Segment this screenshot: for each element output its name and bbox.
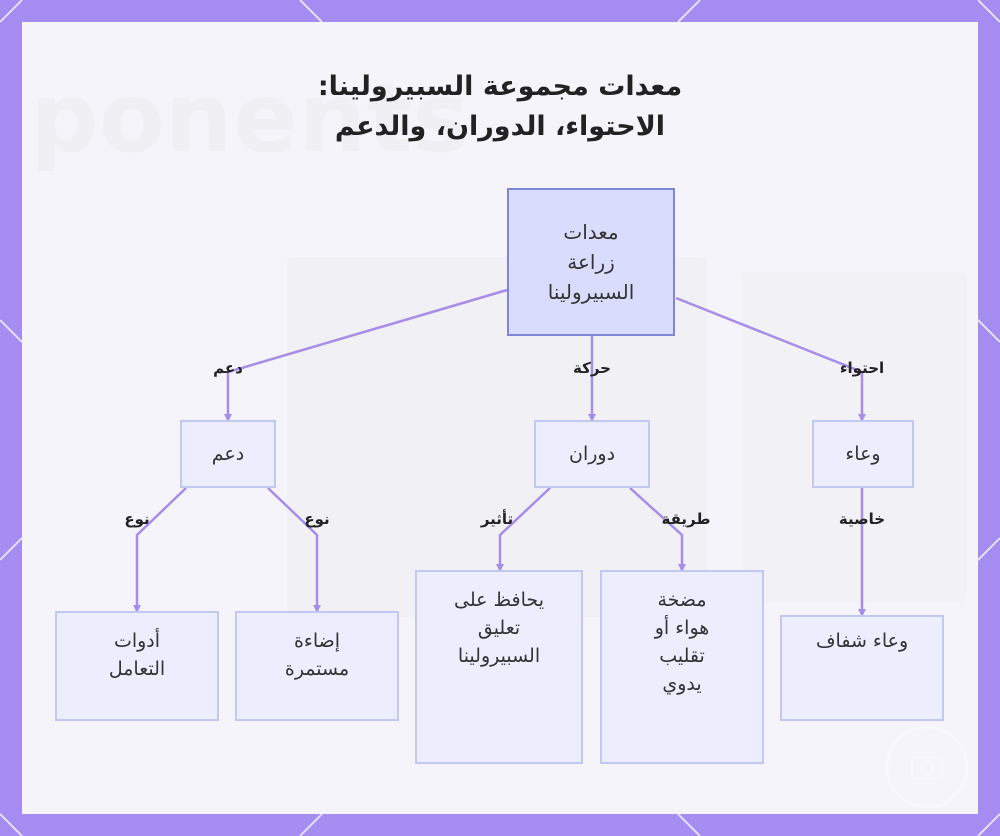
node-root-line: السبيرولينا (547, 280, 635, 304)
node-tools-line: أدوات (113, 630, 161, 652)
edge-rotation-to-pump (629, 487, 686, 572)
diagram-title-line-2: الاحتواء، الدوران، والدعم (334, 111, 666, 142)
node-rotation: دوران (534, 420, 650, 488)
node-transparent-line: وعاء شفاف (815, 630, 909, 652)
edge-label-type-tools: نوع (124, 510, 150, 528)
edge-label-property: خاصية (838, 510, 886, 528)
edge-support-to-tools (133, 487, 187, 613)
node-pump-line: مضخة (657, 589, 707, 611)
node-air-pump: مضخة هواء أو تقليب يدوي (600, 570, 764, 764)
node-container-label: وعاء (845, 443, 881, 465)
diagram-title-line-1: معدات مجموعة السبيرولينا: (317, 71, 683, 102)
edge-label-method: طريقة (661, 510, 711, 528)
node-suspension-line: السبيرولينا (457, 645, 541, 667)
node-support-label: دعم (211, 443, 245, 465)
node-pump-line: تقليب (659, 645, 705, 667)
edge-label-support: دعم (213, 359, 243, 377)
node-suspension: يحافظ على تعليق السبيرولينا (415, 570, 583, 764)
node-root-line: زراعة (567, 250, 615, 274)
edge-label-movement: حركة (573, 359, 611, 377)
background-watermark-text: ponents (30, 62, 470, 174)
node-lighting-line: إضاءة (293, 630, 341, 652)
watermark-camera-icon (885, 725, 969, 809)
node-lighting-line: مستمرة (284, 658, 350, 680)
node-continuous-lighting: إضاءة مستمرة (235, 611, 399, 721)
node-suspension-line: يحافظ على (454, 589, 544, 611)
node-root-equipment: معدات زراعة السبيرولينا (507, 188, 675, 336)
edge-label-type-lighting: نوع (304, 510, 330, 528)
edge-root-to-container (675, 296, 866, 422)
edge-label-effect: تأثير (480, 510, 514, 528)
edge-root-to-support (224, 288, 508, 422)
node-handling-tools: أدوات التعامل (55, 611, 219, 721)
node-container: وعاء (812, 420, 914, 488)
node-support: دعم (180, 420, 276, 488)
node-root-line: معدات (563, 220, 619, 244)
node-tools-line: التعامل (108, 658, 166, 680)
node-pump-line: يدوي (662, 673, 702, 695)
node-rotation-label: دوران (568, 443, 616, 465)
node-suspension-line: تعليق (477, 617, 521, 639)
node-transparent-container: وعاء شفاف (780, 615, 944, 721)
node-pump-line: هواء أو (654, 617, 710, 639)
edge-support-to-lighting (267, 487, 321, 613)
edge-label-containment: احتواء (839, 359, 885, 377)
edge-rotation-to-suspension (496, 487, 551, 572)
